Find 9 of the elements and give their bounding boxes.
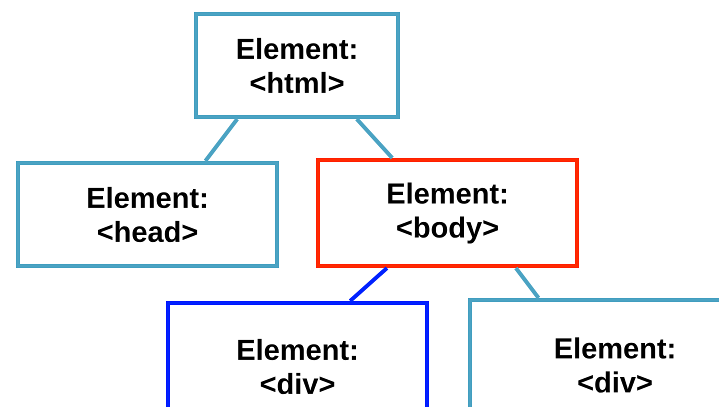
element-box: Element: <body> [316,158,579,268]
connector-line [204,118,239,162]
connector-line [355,118,394,160]
element-box: Element: <head> [16,161,279,268]
element-box: Element: <html> [194,12,400,119]
element-box: Element: <div> [166,301,429,407]
connector-line [348,266,388,302]
element-box: Element: <div> [468,298,719,407]
connector-line [514,266,540,300]
